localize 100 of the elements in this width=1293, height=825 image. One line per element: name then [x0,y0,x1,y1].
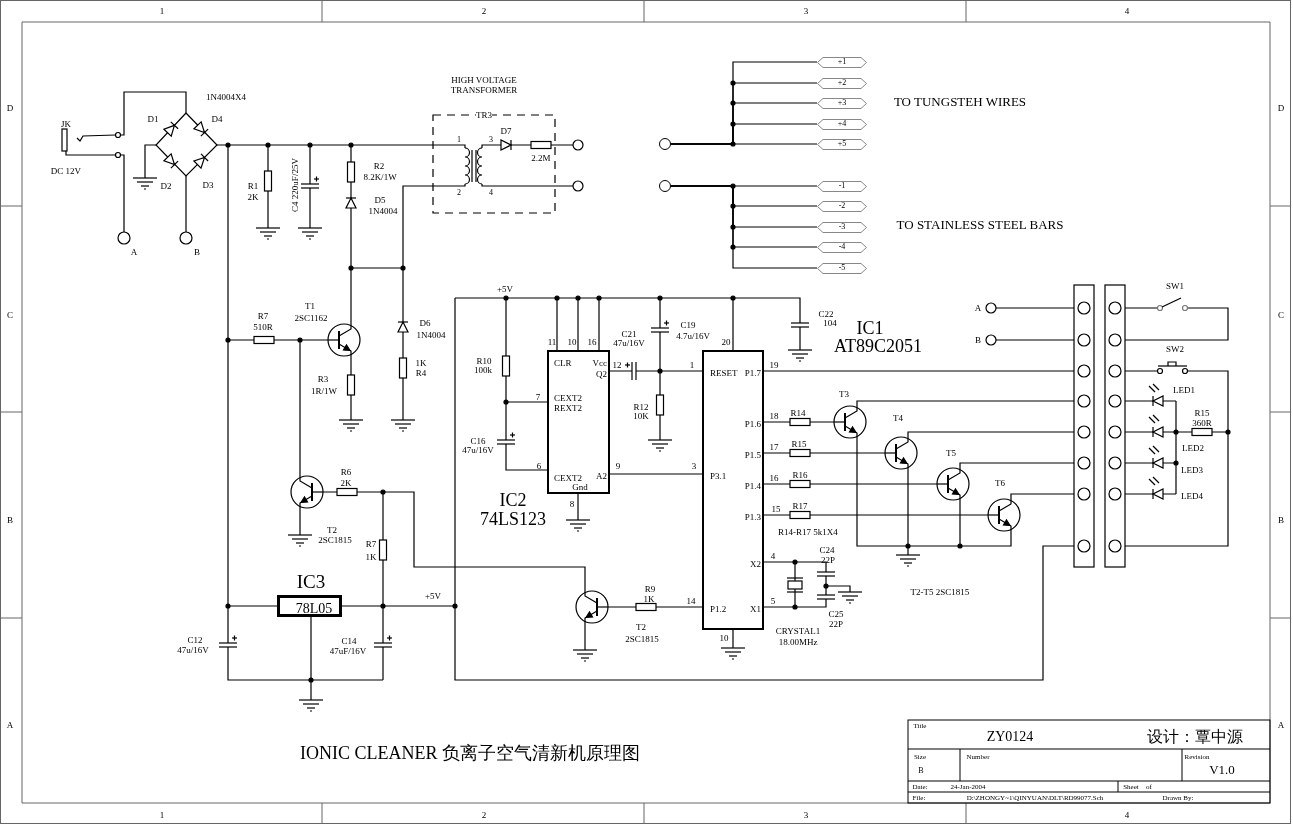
component-label: D2 [160,181,172,191]
component-label: CRYSTAL1 [775,626,821,636]
pin-name: P1.3 [744,512,761,522]
component-label: SW2 [1166,344,1184,354]
wire-tag [817,241,867,253]
component-label: C19 [680,320,696,330]
pin-name: P3.1 [710,471,727,481]
grid-label: D [1277,103,1285,113]
wire-tag [817,77,867,89]
component-label: C24 [819,545,835,555]
tag-text: +5 [837,140,847,148]
component-label: R15 [791,439,807,449]
wire [609,473,703,475]
component-label: T6 [995,478,1005,488]
ic-label: AT89C2051 [834,337,922,355]
component-label: D5 [374,195,386,205]
pin-name: P1.7 [744,368,761,378]
title-block-text: V1.0 [1209,762,1235,776]
component-label: 360R [1192,418,1212,428]
grid-label: 4 [1124,6,1130,16]
component-label: R1 [247,181,259,191]
component-label: 510R [253,322,273,332]
wire-tag [817,138,867,150]
component-label: D6 [419,318,431,328]
ic-box [277,595,342,617]
component-label: 18.00MHz [778,637,818,647]
wire-tag [817,200,867,212]
pin-name: CEXT2 [554,473,582,483]
tag-text: -3 [838,223,846,231]
component-label: 1K [643,594,655,604]
net-label: B [975,335,981,345]
pin-name: P1.6 [744,419,761,429]
grid-label: 3 [803,6,809,16]
component-label: 1N4004 [416,330,446,340]
title-block-text: ZY0124 [986,730,1034,744]
component-label: D3 [202,180,214,190]
grid-label: A [6,720,14,730]
component-label: C21 [621,329,637,339]
component-label: 8.2K/1W [363,172,397,182]
component-label: R17 [792,501,808,511]
pin-number: 9 [615,461,621,471]
component-label: DC 12V [50,166,82,176]
grid-label: A [1277,720,1285,730]
component-label: JK [61,119,71,129]
net-label: B [194,247,200,257]
pin-name: P1.4 [744,481,761,491]
net-label: +5V [496,284,514,294]
pin-name: X2 [750,559,761,569]
part-number: 78L05 [295,602,333,616]
net-label: A [974,303,982,313]
grid-label: 4 [1124,810,1130,820]
pin-name: CEXT2 REXT2 [554,394,583,414]
grid-label: 1 [159,6,165,16]
component-label: LED3 [1181,465,1203,475]
component-label: T4 [893,413,903,423]
component-label: 1N4004X4 [206,92,246,102]
component-label: T1 [305,301,315,311]
net-label: A [130,247,138,257]
component-label: R15 [1194,408,1210,418]
ic-label: IC3 [296,571,326,591]
component-label: 1N4004 [368,206,398,216]
pin-name: A2 [596,471,607,481]
component-label: LED2 [1182,443,1204,453]
ic-label: IC2 [499,491,527,509]
pin-number: 1 [457,136,461,144]
component-label: R7 [257,311,269,321]
grid-label: B [7,515,13,525]
component-label: T2 [636,622,646,632]
tag-text: +4 [837,120,847,128]
component-label: C14 [341,636,357,646]
component-label: R14 [790,408,806,418]
wire-tag [817,97,867,109]
diagram-title: IONIC CLEANER 负离子空气清新机原理图 [300,744,640,762]
component-label: R4 [415,368,427,378]
component-label: LED4 [1181,491,1203,501]
wire-tag [817,180,867,192]
component-label: C16 [470,436,486,446]
grid-label: C [7,310,13,320]
pin-number: 4 [489,189,493,197]
component-label: C22 [818,309,834,319]
tag-text: +1 [837,58,847,66]
component-label: D7 [500,126,512,136]
wire [670,185,818,269]
net-label: +5V [424,591,442,601]
component-label: T5 [946,448,956,458]
component-label: R2 [373,161,385,171]
ic-box [702,350,764,630]
grid-label: 2 [481,810,487,820]
component-label: 1R/1W [311,386,337,396]
pin-name: Gnd [572,482,588,492]
component-label: 47u/16V [177,645,209,655]
component-label: 2SC1815 [625,634,659,644]
pin-name: RESET [710,368,738,378]
note-text: TO STAINLESS STEEL BARS [896,217,1064,231]
title-block-text: B [918,767,924,775]
component-label: R14-R17 5k1X4 [778,527,838,537]
grid-label: D [6,103,14,113]
component-label: 2SC1162 [294,313,328,323]
pin-number: 3 [489,136,493,144]
title-block-text: 设计：覃中源 [1147,729,1243,745]
